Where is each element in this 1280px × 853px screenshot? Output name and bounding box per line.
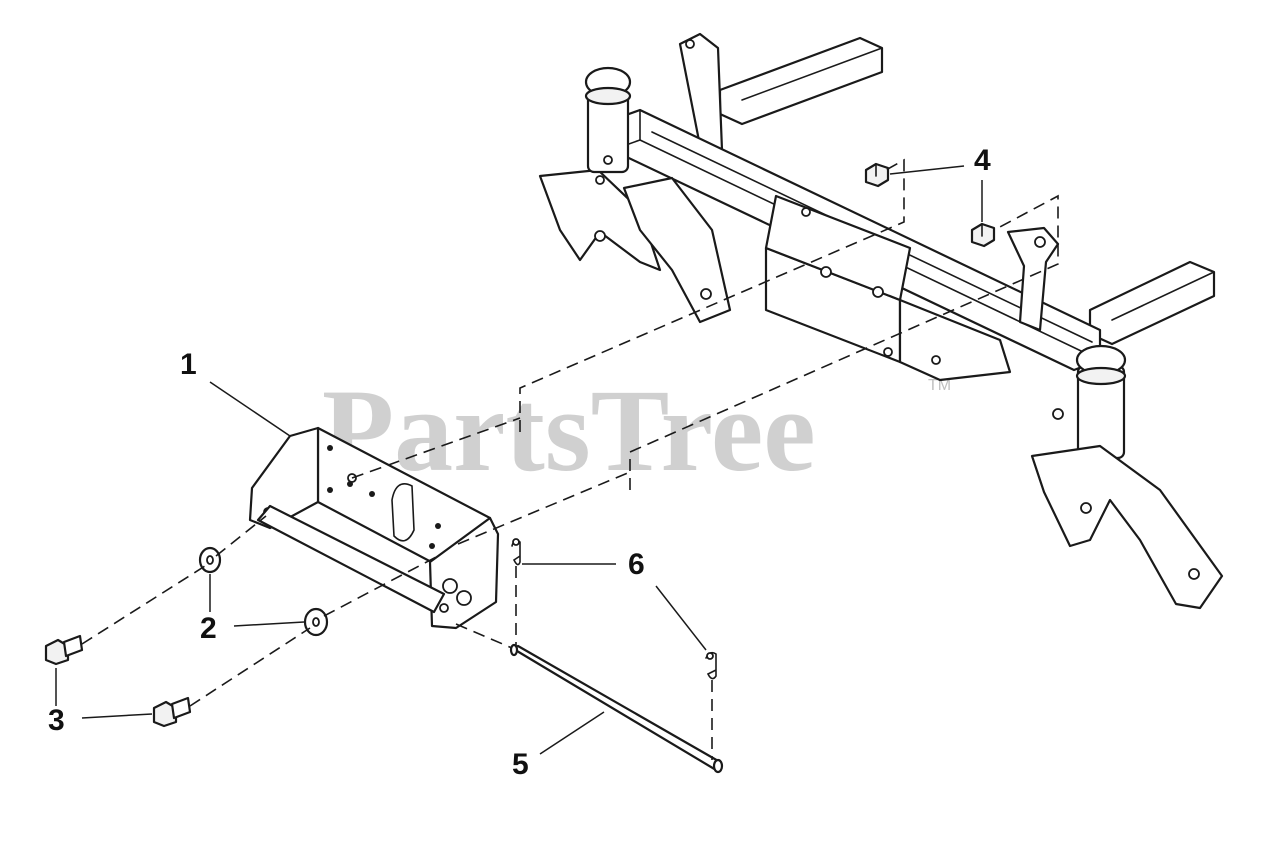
left-caster-fork [538,168,662,272]
callout-5: 5 [512,748,529,781]
callout-2: 2 [200,612,217,645]
bracket-left-flange [248,426,320,530]
callout-6: 6 [628,548,645,581]
left-wheel-arm [622,176,732,324]
bracket-right-flange [428,516,500,630]
washer-lower [303,607,329,637]
pivot-pin [509,643,724,774]
washer-upper [198,546,222,574]
right-upright [1006,226,1060,332]
callouts: 1 2 3 4 5 6 [48,144,991,781]
hex-nut-upper [864,162,890,188]
hairpin-clip-lower [705,651,717,680]
hex-nut-lower [970,222,996,248]
callout-3: 3 [48,704,65,737]
callout-4: 4 [974,144,991,177]
assembly-lines [81,158,1059,760]
deck-mount-bracket [248,426,500,630]
leader-lines [55,165,983,755]
watermark: PartsTree TM [322,365,951,496]
right-caster-fork [1030,444,1224,610]
right-tube [1088,260,1216,346]
callout-1: 1 [180,348,197,381]
watermark-trademark: TM [928,377,951,394]
rear-tube [718,36,884,126]
bolt-upper [44,634,84,666]
hairpin-clip-upper [511,538,521,566]
deck-frame [538,32,1224,610]
bolt-lower [152,696,192,728]
lower-plate [898,298,1012,382]
bracket-bottom-flange [256,504,446,614]
